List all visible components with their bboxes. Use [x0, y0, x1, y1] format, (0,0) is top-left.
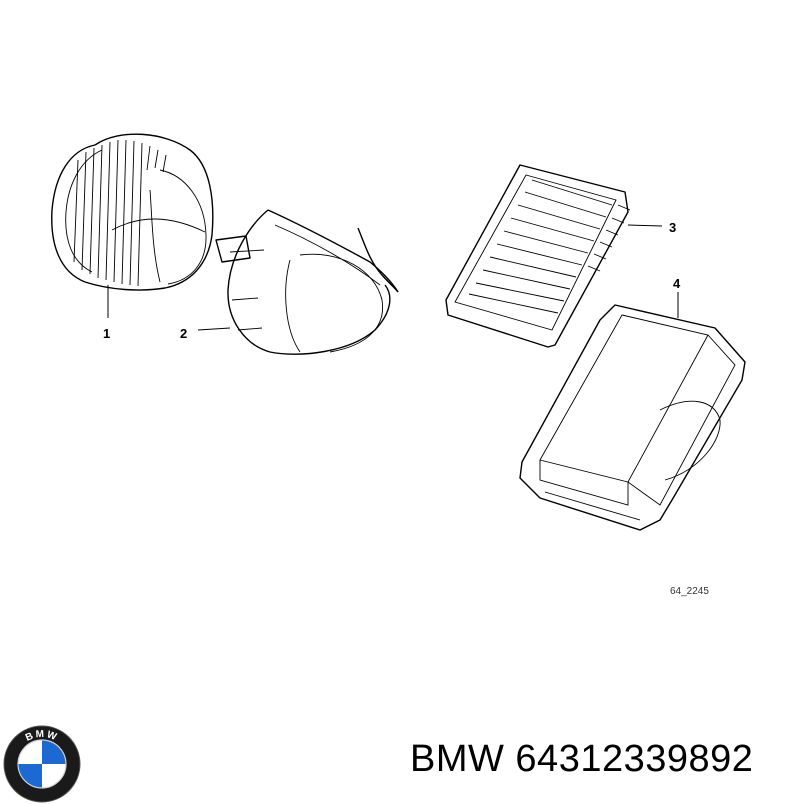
bmw-logo: BMW [3, 725, 81, 803]
callout-2: 2 [180, 326, 187, 341]
pleated-filter-drawing: 3 [445, 164, 676, 348]
blower-fan-drawing: 1 [51, 133, 214, 341]
filter-housing-drawing: 4 [519, 276, 746, 531]
part-number-label: BMW 64312339892 [410, 738, 754, 780]
callout-3: 3 [669, 220, 676, 235]
callout-1: 1 [103, 326, 110, 341]
fan-housing-drawing: 2 [180, 209, 399, 355]
reference-code: 64_2245 [670, 586, 709, 597]
fan-blades [73, 139, 167, 287]
bmw-logo-text: BMW [24, 729, 60, 744]
callout-4: 4 [673, 276, 681, 291]
filter-pleats [468, 179, 613, 314]
